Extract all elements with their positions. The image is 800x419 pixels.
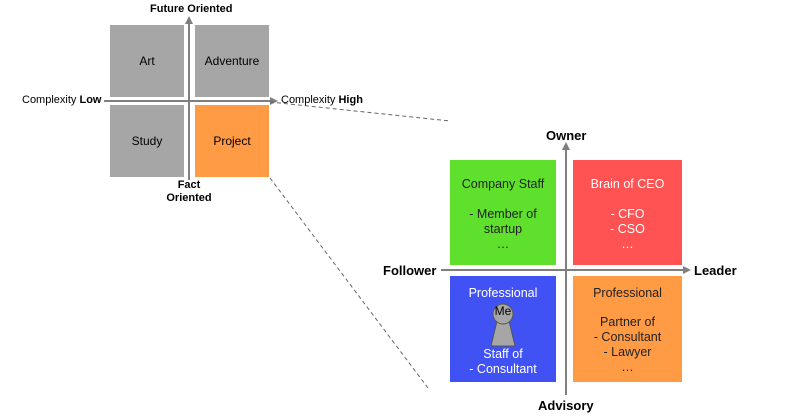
professional-partner-line: … <box>621 360 634 374</box>
small-bottom-label-line1: Fact <box>177 179 201 191</box>
small-right-label-prefix: Complexity <box>281 94 339 106</box>
zoom-line-bottom <box>269 177 429 389</box>
small-top-label: Future Oriented <box>150 3 233 15</box>
cell-art-label: Art <box>139 54 155 68</box>
cell-project-label: Project <box>213 134 251 148</box>
cell-company-staff: Company Staff - Member of startup … <box>450 160 556 265</box>
cell-adventure-label: Adventure <box>204 54 260 68</box>
company-staff-title: Company Staff <box>461 177 545 191</box>
small-left-label-prefix: Complexity <box>22 94 80 106</box>
cell-adventure: Adventure <box>195 25 269 97</box>
professional-partner-line: Partner of <box>600 315 655 329</box>
professional-partner-title: Professional <box>593 286 662 300</box>
follower-label: Follower <box>383 263 437 278</box>
company-staff-line: - Member of <box>469 207 537 221</box>
owner-label: Owner <box>546 128 587 143</box>
cell-project: Project <box>195 105 269 177</box>
cell-study-label: Study <box>131 134 163 148</box>
professional-partner-line: - Consultant <box>593 330 662 344</box>
professional-partner-line: - Lawyer <box>603 345 652 359</box>
cell-brain-of-ceo: Brain of CEO - CFO - CSO … <box>573 160 682 265</box>
company-staff-line: startup <box>483 222 523 236</box>
zoom-line-top <box>269 101 451 122</box>
leader-label: Leader <box>694 263 737 278</box>
professional-staff-line: Staff of <box>483 347 523 361</box>
brain-of-ceo-line: … <box>621 237 634 251</box>
small-right-label-bold: High <box>338 94 363 106</box>
advisory-label: Advisory <box>538 398 594 413</box>
small-right-label: Complexity High <box>281 94 363 106</box>
cell-art: Art <box>110 25 184 97</box>
cell-professional-staff: Professional Me Staff of - Consultant <box>450 276 556 382</box>
cell-study: Study <box>110 105 184 177</box>
small-bottom-label: Fact Oriented <box>166 179 212 205</box>
cell-professional-partner: Professional Partner of - Consultant - L… <box>573 276 682 382</box>
me-marker-icon <box>490 303 516 347</box>
small-left-label: Complexity Low <box>22 94 101 106</box>
small-bottom-label-line2: Oriented <box>166 192 212 204</box>
professional-staff-line: - Consultant <box>469 362 537 376</box>
me-marker-label: Me <box>494 304 512 318</box>
company-staff-line: … <box>496 237 510 251</box>
brain-of-ceo-line: - CFO <box>610 207 645 221</box>
brain-of-ceo-line: - CSO <box>610 222 645 236</box>
brain-of-ceo-title: Brain of CEO <box>590 177 665 191</box>
professional-staff-title: Professional <box>468 286 538 300</box>
small-left-label-bold: Low <box>79 94 102 106</box>
